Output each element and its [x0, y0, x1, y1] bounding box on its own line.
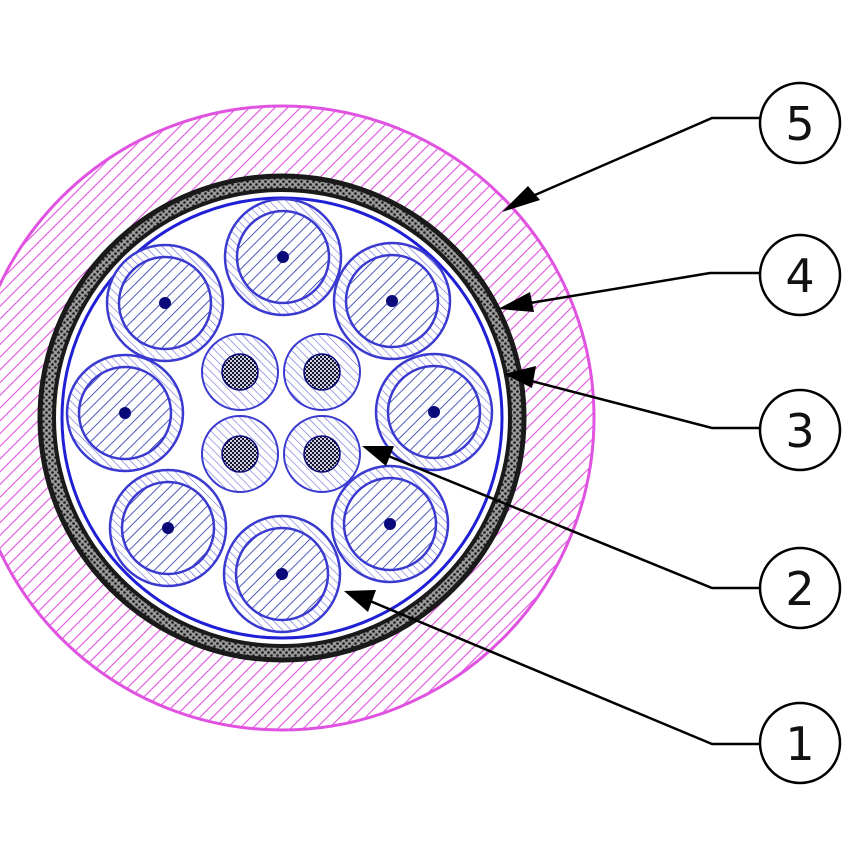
callout-5: 5 [758, 81, 842, 165]
callout-2: 2 [758, 546, 842, 630]
center-pair-conductor [201, 333, 279, 411]
pair-strand-core [221, 353, 259, 391]
leader-line-2 [375, 449, 760, 590]
leader-line-1 [357, 594, 760, 746]
insulated-conductor [223, 197, 343, 317]
insulated-conductor [330, 464, 450, 584]
leader-lines [344, 116, 760, 746]
pair-strand-core [221, 435, 259, 473]
conductor-core [384, 518, 396, 530]
insulated-conductor [332, 241, 452, 361]
arrowhead-1 [344, 590, 376, 612]
leader-line-5 [511, 116, 760, 207]
callout-2-label: 2 [785, 562, 814, 616]
arrowhead-4 [498, 292, 534, 312]
callout-5-label: 5 [785, 97, 814, 151]
conductor-core [386, 295, 398, 307]
center-pair-group [201, 333, 361, 493]
callout-1: 1 [758, 701, 842, 785]
callout-4: 4 [758, 233, 842, 317]
insulated-conductor [222, 514, 342, 634]
conductor-core [428, 406, 440, 418]
callout-3: 3 [758, 388, 842, 472]
conductor-core [119, 407, 131, 419]
arrowhead-2 [362, 446, 394, 466]
center-pair-conductor [283, 415, 361, 493]
insulated-conductor [374, 352, 494, 472]
insulated-conductor [108, 468, 228, 588]
leader-line-3 [515, 375, 760, 430]
callout-4-label: 4 [785, 249, 814, 303]
pair-strand-core [303, 353, 341, 391]
conductor-core [277, 251, 289, 263]
leader-line-4 [511, 271, 760, 308]
outer-conductor-ring [65, 197, 494, 634]
center-pair-conductor [201, 415, 279, 493]
callout-1-label: 1 [785, 717, 814, 771]
conductor-core [276, 568, 288, 580]
arrowhead-3 [504, 366, 536, 388]
conductor-core [162, 522, 174, 534]
callout-3-label: 3 [785, 404, 814, 458]
conductor-core [159, 297, 171, 309]
insulated-conductor [65, 353, 185, 473]
pair-strand-core [303, 435, 341, 473]
center-pair-conductor [283, 333, 361, 411]
arrowhead-5 [502, 186, 540, 212]
insulated-conductor [105, 243, 225, 363]
